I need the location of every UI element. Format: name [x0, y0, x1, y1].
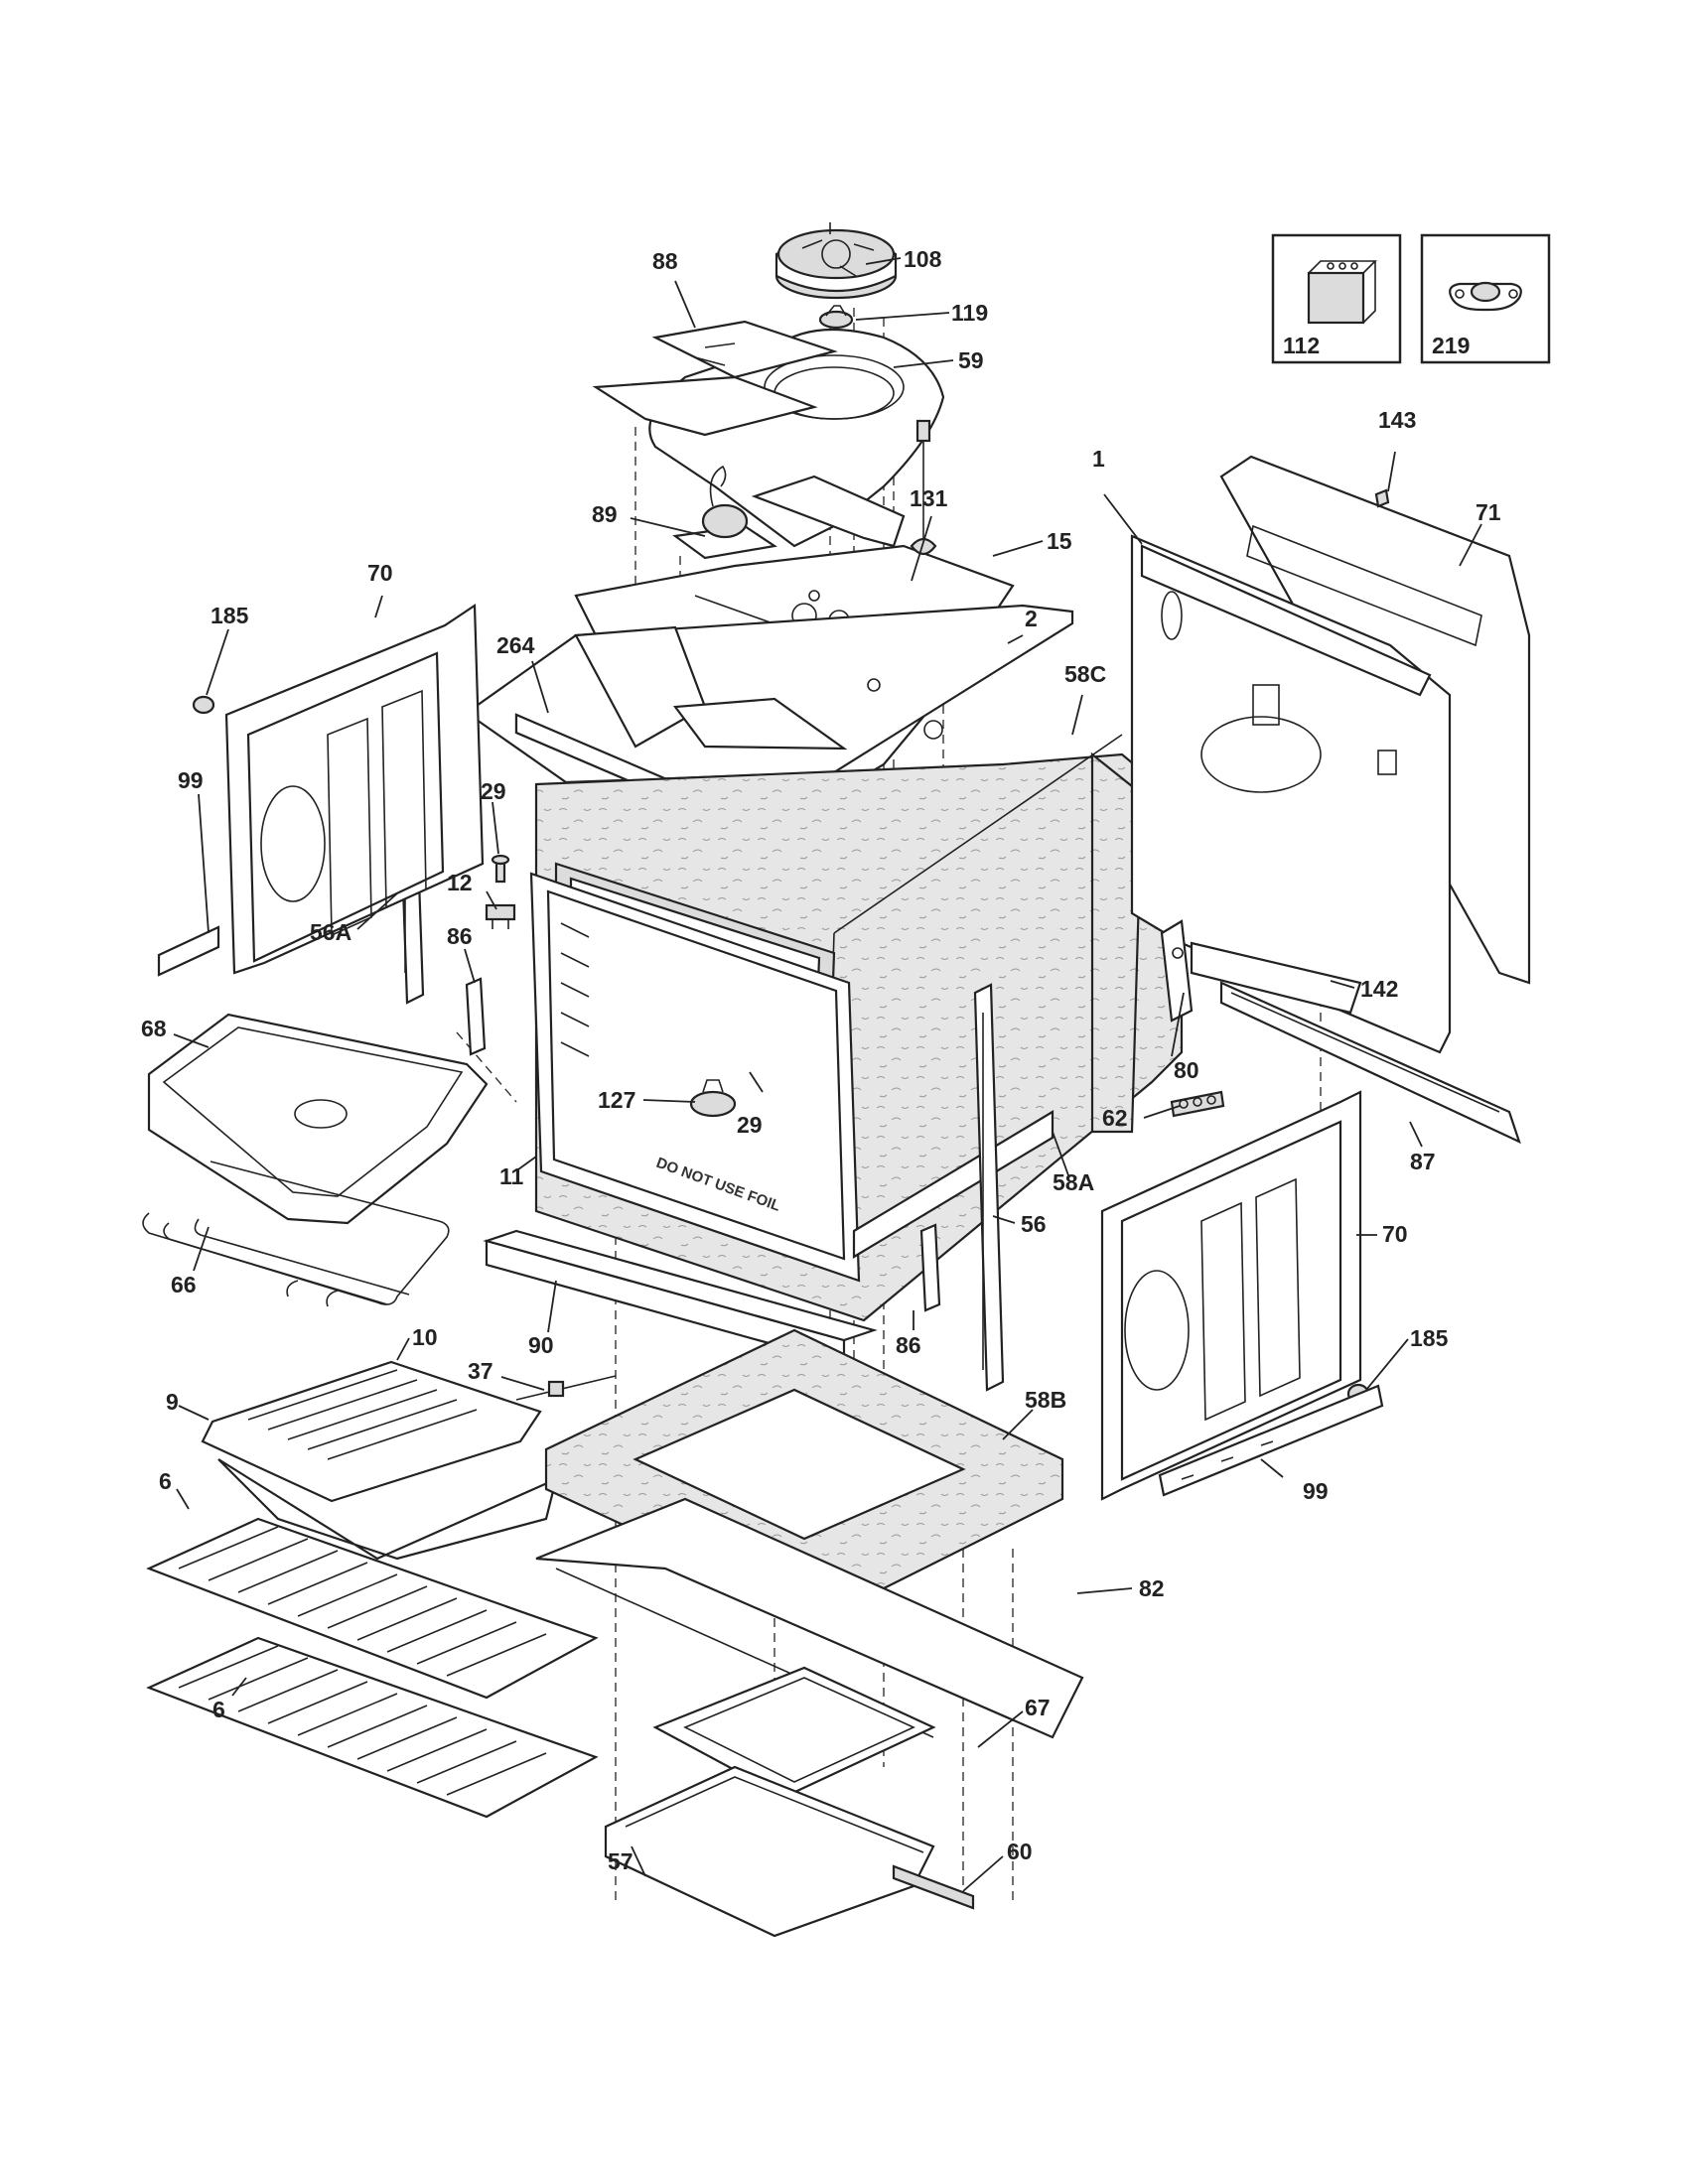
hinge-receiver-86-right [919, 1223, 941, 1312]
callout-labels: 108 119 88 59 89 131 15 143 71 1 2 58C 2… [141, 246, 1501, 1874]
callout-86-right: 86 [896, 1332, 921, 1358]
callout-58C: 58C [1064, 661, 1106, 687]
door-gasket-11: DO NOT USE FOIL [529, 872, 861, 1283]
inset-112: 112 [1271, 233, 1402, 364]
inset-label-112: 112 [1283, 333, 1320, 358]
inset-label-219: 219 [1432, 333, 1470, 358]
callout-185-right: 185 [1410, 1325, 1449, 1351]
callout-29-bottom: 29 [737, 1112, 763, 1138]
callout-57: 57 [608, 1848, 633, 1874]
callout-56A: 56A [310, 919, 352, 945]
convection-fan-motor-108 [774, 222, 898, 300]
terminal-block-62 [1170, 1090, 1225, 1118]
callout-89: 89 [592, 501, 618, 527]
callout-86-left: 86 [447, 923, 473, 949]
bottom-panel-57 [604, 1765, 935, 1938]
callout-99-right: 99 [1303, 1478, 1329, 1504]
callout-10: 10 [412, 1324, 438, 1350]
wall-bracket-99-right [1158, 1384, 1384, 1497]
oven-temp-sensor-15 [910, 419, 937, 556]
callout-6-top: 6 [159, 1468, 172, 1494]
screw-29 [491, 854, 510, 884]
callout-60: 60 [1007, 1839, 1033, 1864]
rear-panel-1 [1130, 534, 1452, 1054]
callout-29-top: 29 [481, 778, 506, 804]
callout-56: 56 [1021, 1211, 1047, 1237]
callout-6-bottom: 6 [212, 1697, 225, 1722]
duct-88 [592, 320, 838, 437]
callout-70-left: 70 [367, 560, 393, 586]
bake-element-67 [652, 1666, 936, 1799]
hinge-receiver-86-left [465, 977, 487, 1056]
callout-1: 1 [1092, 446, 1105, 472]
leader-lines [173, 257, 1482, 1892]
clip-143 [1374, 488, 1390, 508]
callout-59: 59 [958, 347, 984, 373]
callout-185-left: 185 [211, 603, 249, 628]
callout-2: 2 [1025, 606, 1038, 631]
callout-143: 143 [1378, 407, 1416, 433]
broil-pan-grid-10 [201, 1360, 542, 1503]
callout-62: 62 [1102, 1105, 1128, 1131]
rear-bracket-87 [1219, 981, 1521, 1145]
side-panel-70-right [1100, 1090, 1362, 1501]
rail-60 [892, 1864, 975, 1910]
broil-cover-68 [147, 1013, 489, 1225]
transformer-icon [1307, 260, 1377, 325]
callout-264: 264 [496, 632, 535, 658]
callout-119: 119 [951, 300, 988, 326]
broil-pan-9 [217, 1458, 558, 1561]
callout-82: 82 [1139, 1575, 1165, 1601]
callout-108: 108 [904, 246, 942, 272]
callout-11: 11 [499, 1163, 524, 1189]
callout-127: 127 [598, 1087, 635, 1113]
wire-shield-142 [1190, 941, 1362, 1015]
top-panel-2 [465, 604, 1074, 784]
callout-99-left: 99 [178, 767, 204, 793]
callout-71: 71 [1476, 499, 1501, 525]
spacer-185-left [192, 695, 215, 715]
callout-70-right: 70 [1382, 1221, 1408, 1247]
fan-blade-119 [818, 305, 854, 330]
wall-bracket-99-left [157, 925, 220, 977]
bracket-80 [1160, 919, 1194, 1023]
callout-15: 15 [1047, 528, 1072, 554]
callout-9: 9 [166, 1389, 179, 1415]
oven-rack-6-bottom [146, 1636, 599, 1819]
callout-68: 68 [141, 1016, 167, 1041]
duct-flap [751, 475, 906, 548]
probe-jack-37 [515, 1375, 617, 1401]
callout-12: 12 [447, 870, 473, 895]
door-switch-12 [485, 903, 516, 929]
callout-87: 87 [1410, 1149, 1436, 1174]
callout-37: 37 [468, 1358, 493, 1384]
convection-element-127 [689, 1079, 737, 1118]
callout-58B: 58B [1025, 1387, 1066, 1413]
side-rail-56 [973, 983, 1005, 1392]
callout-90: 90 [528, 1332, 554, 1358]
thermostat-icon [1449, 281, 1522, 312]
callout-58A: 58A [1053, 1169, 1094, 1195]
callout-66: 66 [171, 1272, 197, 1297]
callout-88: 88 [652, 248, 678, 274]
bake-element-66 [142, 1160, 450, 1307]
oven-rack-6-top [146, 1517, 599, 1700]
side-panel-70-left [224, 603, 485, 975]
callout-67: 67 [1025, 1695, 1051, 1720]
callout-142: 142 [1360, 976, 1398, 1002]
callout-80: 80 [1174, 1057, 1199, 1083]
inset-219: 219 [1420, 233, 1551, 364]
callout-131: 131 [910, 485, 948, 511]
